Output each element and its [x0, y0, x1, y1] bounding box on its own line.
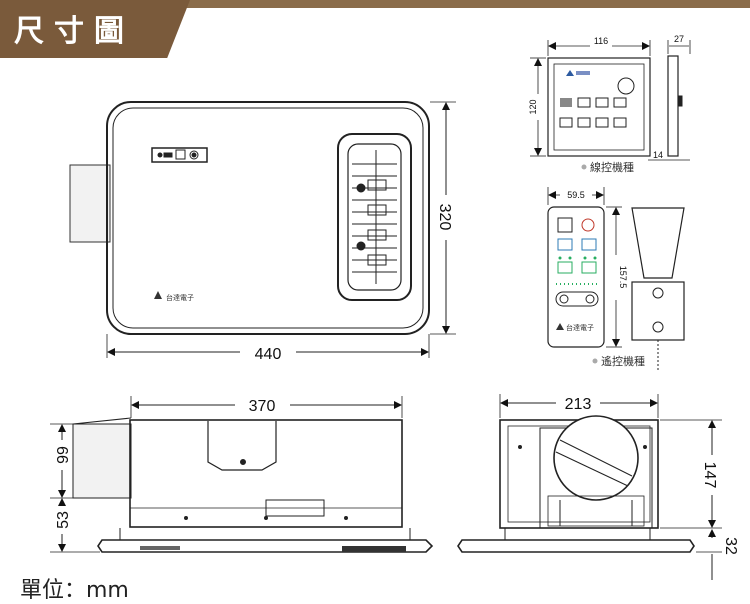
top-accent-bar	[0, 0, 750, 8]
remote-control-caption: 遙控機種	[601, 354, 645, 368]
side-duct	[72, 423, 132, 499]
remote-holder-base	[631, 281, 685, 341]
delta-logo-icon	[154, 291, 162, 299]
remote-holder-top	[631, 207, 685, 279]
wall-button-icon	[559, 117, 573, 128]
unit-label: 單位：mm	[20, 578, 129, 603]
remote-control	[547, 187, 685, 372]
side-length-dim: 370	[249, 398, 276, 415]
remote-height-dim: 157.5	[618, 266, 628, 289]
wall-button-icon	[577, 117, 591, 128]
front-grille-inner	[347, 143, 402, 291]
remote-right-icon	[585, 294, 595, 304]
knob-center-icon	[191, 152, 197, 158]
side-rivet-icon	[344, 516, 348, 520]
wall-control	[530, 40, 691, 161]
holder-screw-icon	[652, 321, 664, 333]
remote-logo-icon	[556, 323, 564, 330]
remote-width-dim: 59.5	[567, 190, 585, 200]
remote-brand-label: 台達電子	[566, 323, 594, 332]
wall-control-caption: 線控機種	[590, 160, 634, 174]
front-width-dim: 440	[255, 346, 282, 363]
side-view	[50, 396, 434, 553]
wall-logo-icon	[566, 70, 574, 76]
front-height-dim: 320	[436, 204, 453, 231]
side-label-plate	[265, 499, 325, 517]
side-lower-dim: 53	[55, 511, 72, 529]
remote-button-icon	[557, 238, 573, 251]
wall-control-body	[547, 57, 651, 157]
front-brand-label: 台達電子	[166, 293, 194, 302]
grille-slats	[352, 150, 397, 284]
front-switch-panel	[151, 147, 208, 163]
indicator-icon	[157, 152, 163, 158]
title-tab	[0, 0, 190, 58]
end-width-dim: 213	[565, 396, 592, 413]
wall-button-icon	[577, 97, 591, 108]
wall-button-icon	[595, 97, 609, 108]
end-view	[457, 394, 722, 580]
end-panel	[457, 539, 695, 553]
remote-button-icon	[581, 238, 597, 251]
side-motor-housing	[207, 421, 277, 471]
wall-button-icon	[613, 117, 627, 128]
front-inner-body	[112, 107, 424, 329]
grille-screw-icon	[356, 241, 366, 251]
remote-button-icon	[557, 217, 573, 233]
side-upper-dim: 99	[55, 446, 72, 464]
page-title: 尺寸圖	[14, 14, 134, 49]
remote-button-icon	[557, 261, 573, 274]
wall-button-icon	[613, 97, 627, 108]
wall-control-side	[667, 55, 679, 157]
wall-width-dim: 116	[594, 36, 608, 46]
side-rivet-icon	[184, 516, 188, 520]
slot-icon	[163, 152, 173, 158]
side-rivet-icon	[264, 516, 268, 520]
side-screw-icon	[240, 459, 246, 465]
front-outer-body	[106, 101, 430, 335]
remote-left-icon	[559, 294, 569, 304]
remote-timer-rocker	[555, 291, 599, 307]
holder-screw-icon	[652, 287, 664, 299]
remote-power-icon	[581, 218, 595, 232]
front-grille-frame	[337, 133, 412, 301]
wall-dial-icon	[617, 77, 635, 95]
remote-body	[547, 206, 605, 348]
remote-button-icon	[581, 261, 597, 274]
front-duct	[69, 164, 111, 243]
bullet-icon	[581, 164, 587, 170]
wall-depth-dim: 27	[674, 34, 684, 44]
grille-screw-icon	[356, 183, 366, 193]
wall-height-dim: 120	[528, 99, 538, 114]
knob-icon	[189, 150, 199, 160]
wall-thickness-dim: 14	[653, 150, 663, 160]
bullet-icon	[592, 358, 598, 364]
end-panel-dim: 32	[722, 537, 739, 555]
wall-button-icon	[595, 117, 609, 128]
front-view	[69, 101, 456, 358]
side-body	[129, 419, 403, 528]
end-height-dim: 147	[701, 462, 718, 489]
button-square-icon	[175, 149, 186, 160]
wall-button-icon	[560, 98, 572, 107]
